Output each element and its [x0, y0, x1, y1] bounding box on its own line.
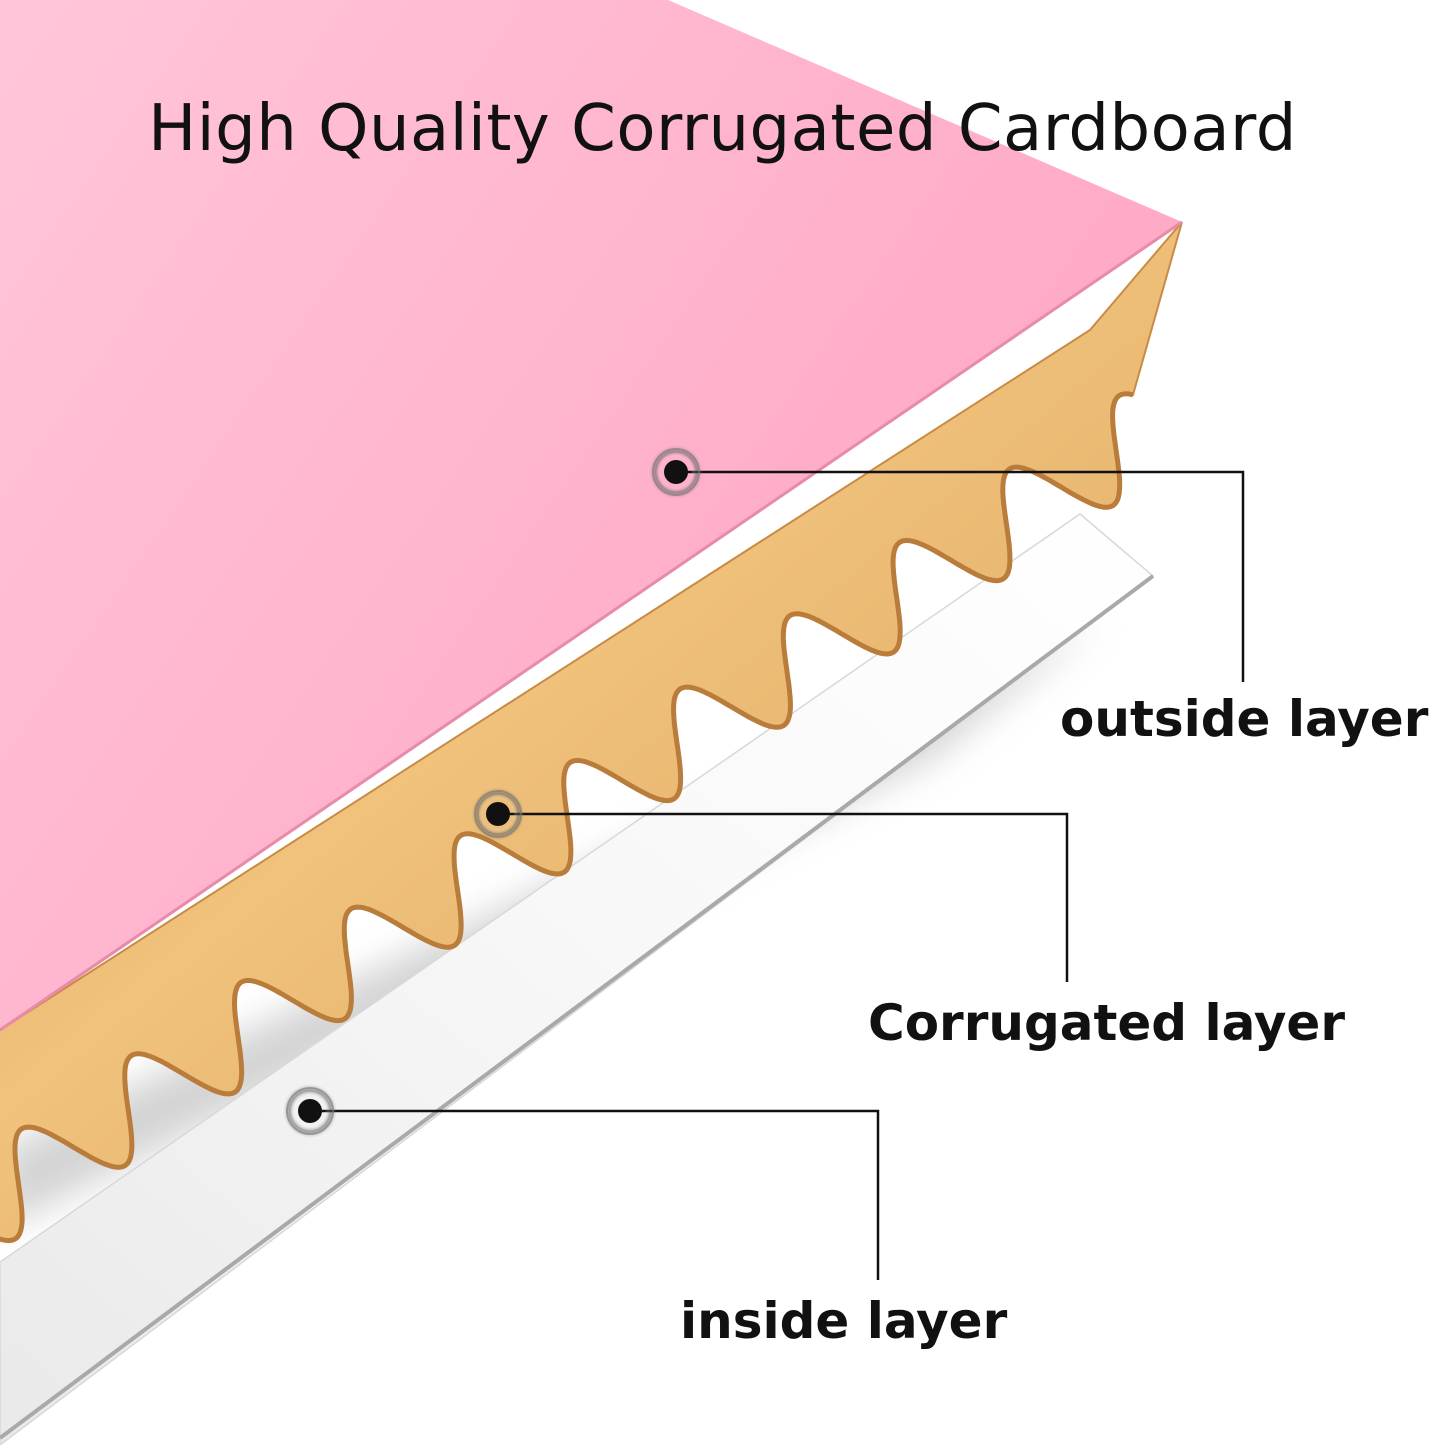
outside-layer-label: outside layer [1060, 690, 1429, 748]
outside-layer-marker [649, 445, 703, 499]
corrugated-layer-marker [471, 787, 525, 841]
inside-layer-marker [283, 1084, 337, 1138]
outside-layer-sheet [0, 0, 1182, 1030]
inside-layer-leader-line [310, 1109, 880, 1280]
corrugated-layer-leader-line [498, 812, 1069, 982]
corrugated-layer-label: Corrugated layer [868, 994, 1346, 1052]
outside-layer-edge [0, 220, 1183, 1032]
inside-layer-edge [0, 574, 1155, 1440]
inside-layer-label: inside layer [680, 1292, 1008, 1350]
corrugated-layer-edge [0, 391, 1134, 1244]
outside-layer-leader-line [676, 470, 1245, 682]
page-title: High Quality Corrugated Cardboard [148, 92, 1297, 166]
